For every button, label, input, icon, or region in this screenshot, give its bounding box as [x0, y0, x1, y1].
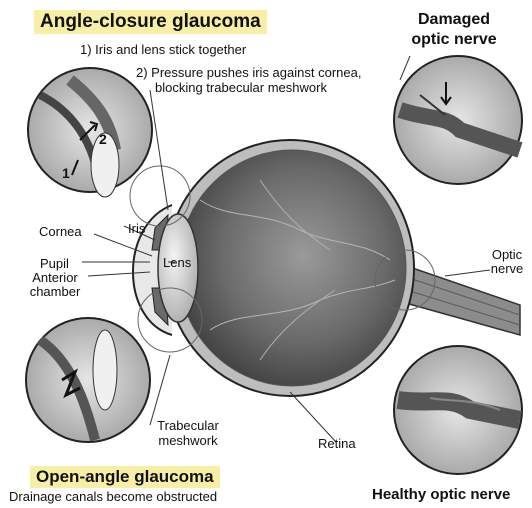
inset-angle-closure [28, 68, 152, 197]
label-iris: Iris [128, 221, 145, 236]
label-anterior-line2: chamber [20, 284, 90, 299]
label-anterior-line1: Anterior [20, 270, 90, 285]
inset-healthy-nerve [394, 346, 522, 474]
label-trabecular-line2: meshwork [144, 433, 232, 448]
label-retina: Retina [318, 436, 356, 451]
label-lens: Lens [163, 255, 191, 270]
inset-open-angle [26, 318, 150, 442]
angle-closure-step2-line2: blocking trabecular meshwork [155, 80, 327, 95]
eyeball [166, 140, 414, 396]
damaged-nerve-title-line2: optic nerve [402, 30, 506, 49]
inset-damaged-nerve [394, 56, 522, 184]
label-optic-nerve-line1: Optic [484, 247, 530, 262]
open-angle-subtitle: Drainage canals become obstructed [9, 489, 217, 504]
healthy-nerve-title: Healthy optic nerve [372, 487, 510, 502]
label-trabecular-line1: Trabecular [144, 418, 232, 433]
inset-mark-1: 1 [62, 166, 70, 181]
damaged-nerve-title-line1: Damaged [402, 10, 506, 29]
label-cornea: Cornea [39, 224, 82, 239]
label-pupil: Pupil [40, 256, 69, 271]
angle-closure-step1: 1) Iris and lens stick together [80, 42, 246, 57]
inset-mark-2: 2 [99, 132, 107, 147]
angle-closure-title: Angle-closure glaucoma [34, 10, 267, 34]
angle-closure-step2-line1: 2) Pressure pushes iris against cornea, [136, 65, 361, 80]
open-angle-title: Open-angle glaucoma [30, 466, 220, 488]
label-optic-nerve-line2: nerve [484, 261, 530, 276]
